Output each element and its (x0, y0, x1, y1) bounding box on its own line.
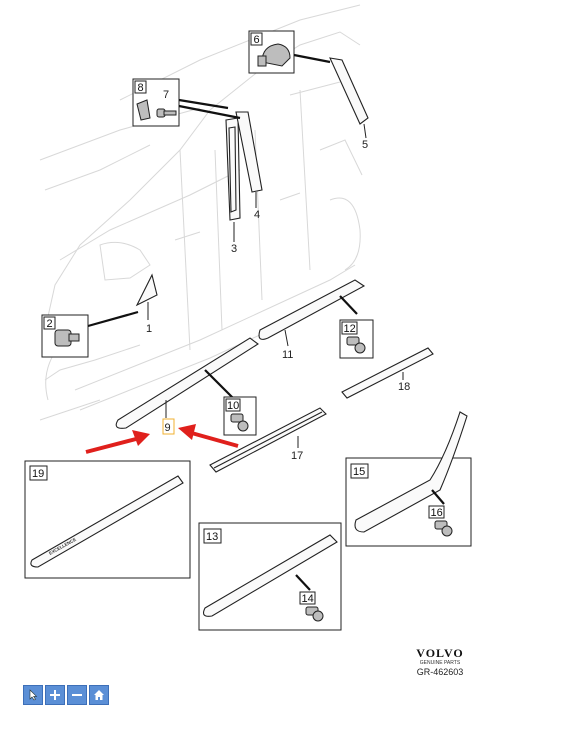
document-code: GR-462603 (416, 667, 464, 677)
box-19: 19 EXCELLENCE (24, 460, 191, 579)
part-18-scuff-plate: 18 (341, 347, 434, 399)
zoom-out-icon (72, 694, 82, 696)
label-7: 7 (163, 89, 169, 101)
part-3-pillar-trim: 3 (225, 117, 241, 255)
label-14: 14 (302, 593, 314, 605)
label-18: 18 (398, 381, 410, 393)
callout-7-8: 8 7 (132, 78, 241, 127)
home-button[interactable] (89, 685, 109, 705)
label-9: 9 (165, 422, 171, 434)
zoom-toolbar (23, 685, 109, 705)
zoom-in-icon (50, 690, 60, 700)
label-2: 2 (47, 318, 53, 330)
part-5-d-pillar-trim: 5 (329, 57, 369, 151)
part-9-door-moulding: 9 (115, 337, 259, 435)
zoom-out-button[interactable] (67, 685, 87, 705)
zoom-in-button[interactable] (45, 685, 65, 705)
label-4: 4 (254, 209, 260, 221)
label-1: 1 (146, 323, 152, 335)
callout-6: 6 (248, 30, 331, 74)
callout-12: 12 (339, 319, 374, 359)
home-icon (94, 690, 104, 700)
label-6: 6 (254, 34, 260, 46)
brand-subtitle: GENUINE PARTS (419, 660, 461, 666)
label-16: 16 (431, 507, 443, 519)
label-17: 17 (291, 450, 303, 462)
box-15: 15 16 (345, 411, 472, 547)
label-12: 12 (344, 323, 356, 335)
label-10: 10 (227, 400, 239, 412)
part-17-scuff-plate: 17 (209, 407, 327, 473)
brand-name: VOLVO (416, 646, 464, 660)
box-13: 13 14 (198, 522, 342, 631)
callout-10: 10 (223, 396, 257, 436)
label-8: 8 (138, 82, 144, 94)
callout-2: 2 (41, 310, 139, 358)
pointer-button[interactable] (23, 685, 43, 705)
car-outline (39, 4, 363, 421)
part-4-pillar-trim: 4 (235, 111, 263, 221)
part-11-sill-moulding: 11 (258, 279, 366, 361)
label-13: 13 (206, 531, 218, 543)
label-5: 5 (362, 139, 368, 151)
brand-logo: VOLVO GENUINE PARTS (400, 646, 480, 666)
part-1-mirror-trim: 1 (135, 273, 158, 335)
label-19: 19 (32, 468, 44, 480)
label-3: 3 (231, 243, 237, 255)
red-arrows (85, 424, 239, 454)
label-15: 15 (353, 466, 365, 478)
label-11: 11 (282, 349, 293, 361)
pointer-icon (29, 689, 38, 701)
